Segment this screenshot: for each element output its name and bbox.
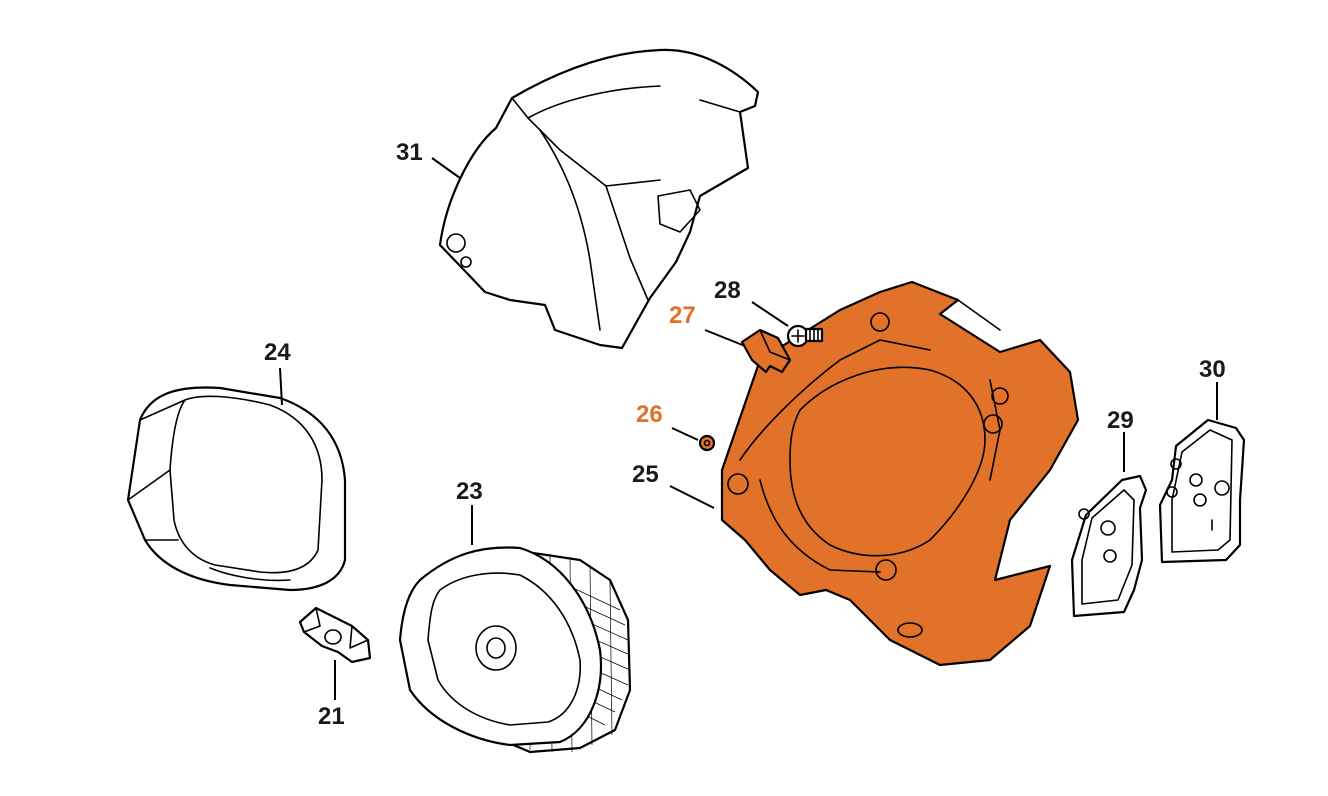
- leader-lines: [279, 157, 1218, 700]
- callout-31[interactable]: 31: [396, 139, 423, 166]
- callout-30[interactable]: 30: [1199, 356, 1226, 383]
- leader-31: [431, 157, 461, 179]
- callout-21[interactable]: 21: [318, 703, 345, 730]
- callout-25[interactable]: 25: [632, 461, 659, 488]
- leader-24: [279, 367, 283, 406]
- part-28-screw[interactable]: [786, 324, 824, 348]
- part-26-nut[interactable]: [698, 434, 716, 452]
- part-29-baffle-plate[interactable]: [1070, 474, 1148, 618]
- part-24-prefilter-band[interactable]: [126, 386, 347, 592]
- callout-labels: 31 28 27 26 25 24 23 21 29 30: [264, 139, 1226, 730]
- callout-23[interactable]: 23: [456, 478, 483, 505]
- leader-26: [671, 427, 699, 441]
- callout-27[interactable]: 27: [669, 302, 696, 329]
- part-25-carburetor-box[interactable]: [720, 280, 1080, 667]
- leader-25: [669, 485, 715, 509]
- part-31-shroud-cover[interactable]: [438, 48, 760, 350]
- callout-29[interactable]: 29: [1107, 407, 1134, 434]
- leader-27: [704, 329, 746, 347]
- leader-28: [751, 301, 789, 327]
- callout-24[interactable]: 24: [264, 339, 291, 366]
- callout-26[interactable]: 26: [636, 401, 663, 428]
- callout-28[interactable]: 28: [714, 277, 741, 304]
- part-30-choke-plate[interactable]: [1158, 418, 1246, 564]
- part-23-air-filter[interactable]: [398, 546, 632, 754]
- part-27-clip[interactable]: [740, 328, 792, 374]
- part-21-wing-nut[interactable]: [298, 606, 372, 664]
